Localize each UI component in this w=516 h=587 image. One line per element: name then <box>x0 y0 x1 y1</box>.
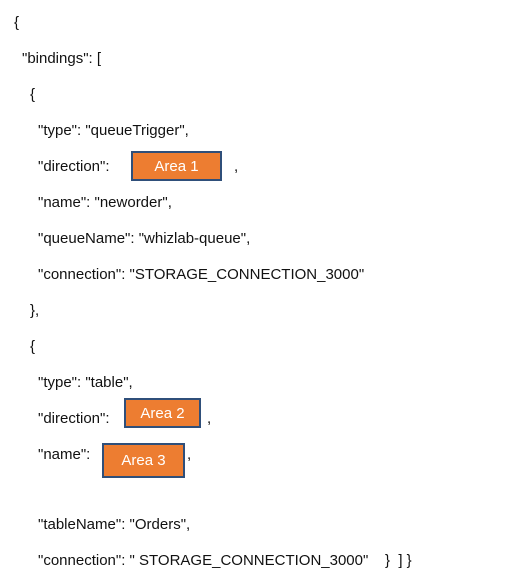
binding1-name: "name": "neworder", <box>38 194 172 211</box>
area-2-dropzone[interactable]: Area 2 <box>124 398 201 428</box>
area-3-dropzone[interactable]: Area 3 <box>102 443 185 478</box>
area-1-dropzone[interactable]: Area 1 <box>131 151 222 181</box>
binding1-open: { <box>30 86 36 103</box>
binding2-direction-key: "direction": <box>38 410 110 427</box>
binding2-direction-comma: , <box>207 410 212 427</box>
bindings-key: "bindings": [ <box>22 50 102 67</box>
binding1-direction-key: "direction": <box>38 158 110 175</box>
binding2-connection-and-closing: "connection": " STORAGE_CONNECTION_3000"… <box>38 552 412 569</box>
binding1-type: "type": "queueTrigger", <box>38 122 189 139</box>
binding2-table-name: "tableName": "Orders", <box>38 516 191 533</box>
binding1-direction-comma: , <box>234 158 239 175</box>
open-brace: { <box>14 14 20 31</box>
binding2-name-comma: , <box>187 446 192 463</box>
binding2-type: "type": "table", <box>38 374 133 391</box>
binding1-queue-name: "queueName": "whizlab-queue", <box>38 230 251 247</box>
binding2-name-key: "name": <box>38 446 91 463</box>
binding1-connection: "connection": "STORAGE_CONNECTION_3000" <box>38 266 365 283</box>
binding1-close: }, <box>30 302 40 319</box>
binding2-open: { <box>30 338 36 355</box>
